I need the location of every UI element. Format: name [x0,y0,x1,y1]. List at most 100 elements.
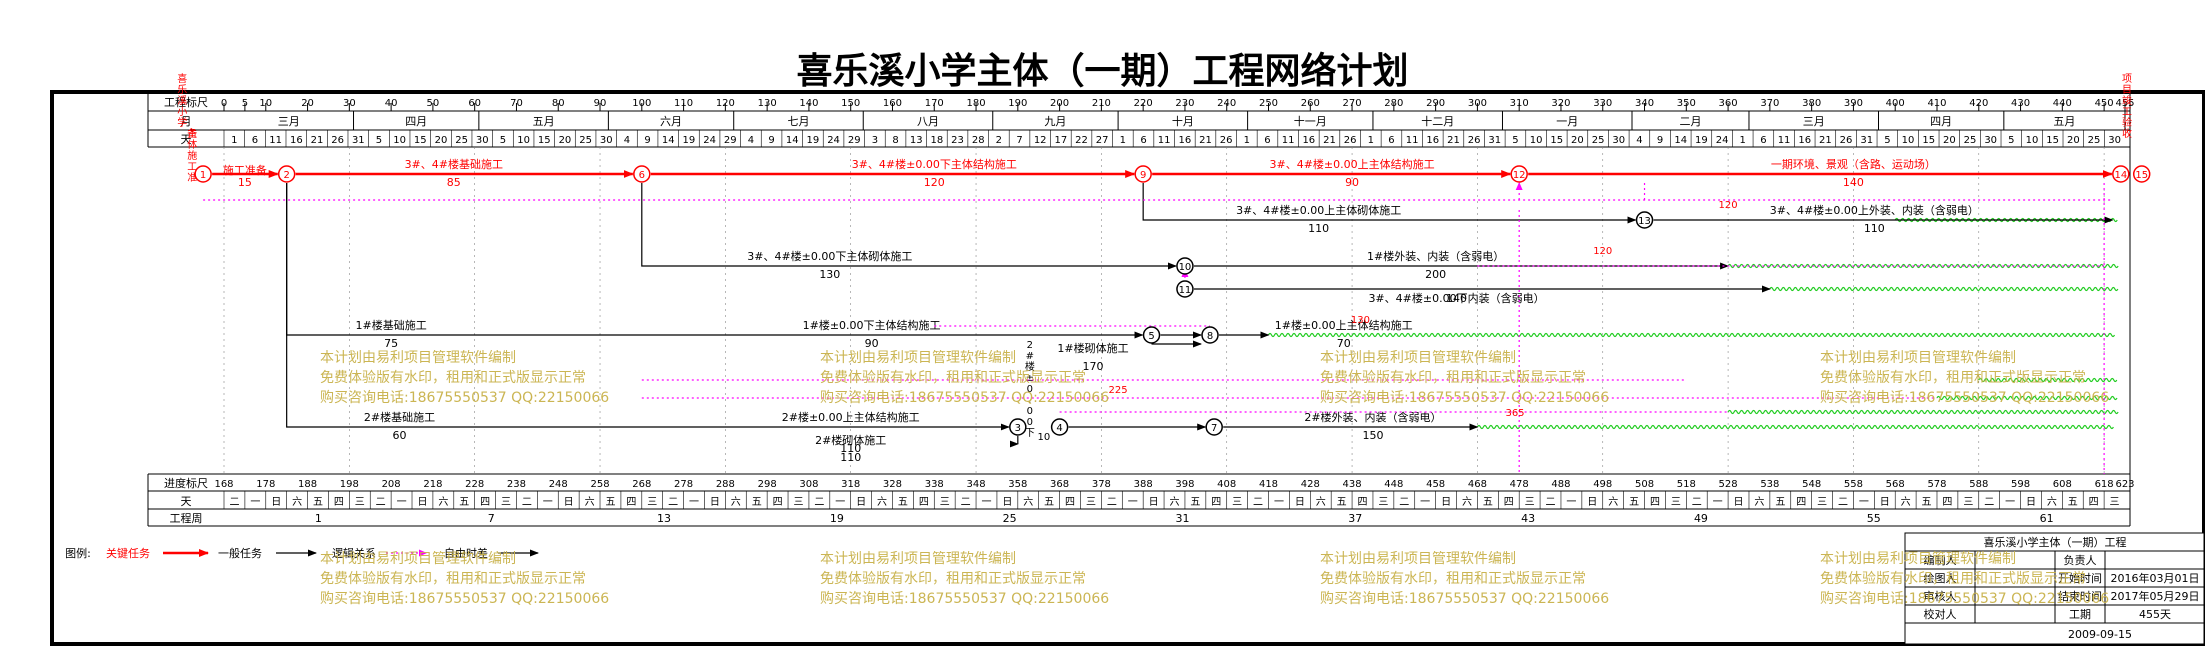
day-label: 29 [848,135,861,146]
day-label: 6 [252,135,258,146]
node-label: 14 [2114,170,2127,181]
task-label-vertical: 2 [1027,340,1033,351]
start-annotation: 喜 [177,72,187,85]
task-label-vertical: # [1026,351,1034,362]
weekday-label: 二 [1692,497,1702,508]
watermark-line: 购买咨询电话:18675550537 QQ:22150066 [820,390,1110,406]
weekday-label: 日 [1002,497,1012,508]
watermark-line: 本计划由易利项目管理软件编制 [820,551,1016,567]
day-label: 14 [786,135,799,146]
weekday-label: 日 [417,497,427,508]
task-label: 3#、4#楼基础施工 [405,157,503,171]
month-label: 一月 [1556,115,1578,128]
node-label: 2 [283,170,289,181]
month-label: 十一月 [1294,114,1327,128]
weekday-label: 二 [961,497,971,508]
day-label: 6 [1264,135,1270,146]
task-label: 2#楼±0.00上主体结构施工 [782,410,920,424]
start-annotation: 工 [187,162,197,173]
scale-tick-label: 458 [1426,479,1445,490]
node-circle [1635,211,1654,229]
watermark-line: 本计划由易利项目管理软件编制 [320,551,516,567]
weekday-label: 六 [438,496,448,508]
watermark-line: 免费体验版有水印，租用和正式版显示正常 [1320,370,1586,386]
task-label-vertical: 0 [1027,417,1033,428]
day-label: 21 [1819,135,1832,146]
scale-tick-label: 228 [465,479,484,490]
watermark-line: 本计划由易利项目管理软件编制 [1820,551,2016,567]
day-label: 11 [1158,135,1171,146]
watermark: 本计划由易利项目管理软件编制 免费体验版有水印，租用和正式版显示正常 购买咨询电… [1820,348,2109,408]
day-label: 30 [1984,135,1997,146]
day-label: 20 [435,135,448,146]
node-label: 15 [2135,170,2148,181]
watermark-line: 本计划由易利项目管理软件编制 [1820,350,2016,366]
weekday-label: 六 [1901,496,1911,508]
node-label: 5 [1148,331,1154,342]
node-circle [2132,165,2151,183]
weekday-label: 一 [1713,497,1723,508]
end-annotation: 验 [2122,116,2132,129]
scale-tick-label: 368 [1050,479,1069,490]
weekday-label: 四 [773,497,783,508]
scale-tick-label: 328 [883,479,902,490]
node-label: 7 [1211,423,1217,434]
info-cell: 绘图人 [1924,571,1957,585]
task-duration: 110 [840,442,861,455]
day-label: 10 [1530,135,1543,146]
day-label: 25 [1964,135,1977,146]
weekday-label: 二 [1838,497,1848,508]
scale-tick-label: 208 [382,479,401,490]
task-arrow [286,183,1144,339]
node-circle [1176,280,1194,298]
weekday-label: 四 [919,497,929,508]
day-label: 15 [414,135,427,146]
page-title: 喜乐溪小学主体（一期）工程网络计划 [796,50,1409,92]
weekday-label: 五 [2068,497,2078,508]
scale-tick-label: 308 [799,479,818,490]
info-cell: 编制人 [1924,553,1957,567]
day-label: 25 [1592,135,1605,146]
weekday-label: 四 [1358,497,1368,508]
legend-label: 自由时差 [444,546,488,560]
watermark: 本计划由易利项目管理软件编制 免费体验版有水印，租用和正式版显示正常 购买咨询电… [1320,348,1609,408]
info-cell: 开始时间 [2058,571,2102,585]
weekday-label: 六 [292,496,302,508]
weekday-label: 日 [1295,497,1305,508]
month-label: 七月 [787,115,809,128]
weekday-label: 日 [271,497,281,508]
week-label: 1 [315,512,322,525]
day-label: 15 [1550,135,1563,146]
row-label: 天 [181,495,192,508]
weekday-label: 三 [1232,497,1242,508]
day-label: 16 [1798,135,1811,146]
day-label: 23 [951,135,964,146]
day-label: 25 [579,135,592,146]
week-label: 49 [1694,512,1708,525]
scale-tick-label: 178 [256,479,275,490]
task-label-vertical: 0 [1027,406,1033,417]
day-label: 24 [703,135,716,146]
day-label: 20 [559,135,572,146]
float-label: 130 [1351,315,1370,326]
weekday-label: 三 [793,497,803,508]
day-label: 25 [455,135,468,146]
scale-tick-label: 258 [590,479,609,490]
day-label: 1 [1120,135,1126,146]
weekday-label: 六 [1170,496,1180,508]
task-label: 3#、4#楼±0.00上外装、内装（含弱电） [1770,203,1979,217]
day-label: 26 [1840,135,1853,146]
info-cell: 455天 [2139,608,2171,621]
task-duration: 85 [447,176,461,189]
day-label: 10 [1902,135,1915,146]
task-label: 3#、4#楼±0.00上主体砌体施工 [1236,203,1401,217]
day-label: 5 [2008,135,2014,146]
scale-tick-label: 488 [1551,479,1570,490]
weekday-label: 一 [397,497,407,508]
day-label: 20 [1943,135,1956,146]
scale-tick-label: 218 [423,479,442,490]
legend-label: 关键任务 [106,546,150,560]
node-circle [1201,326,1219,344]
weekday-label: 六 [1023,496,1033,508]
task-label: 3#、4#楼±0.00下内装（含弱电） [1368,291,1544,305]
